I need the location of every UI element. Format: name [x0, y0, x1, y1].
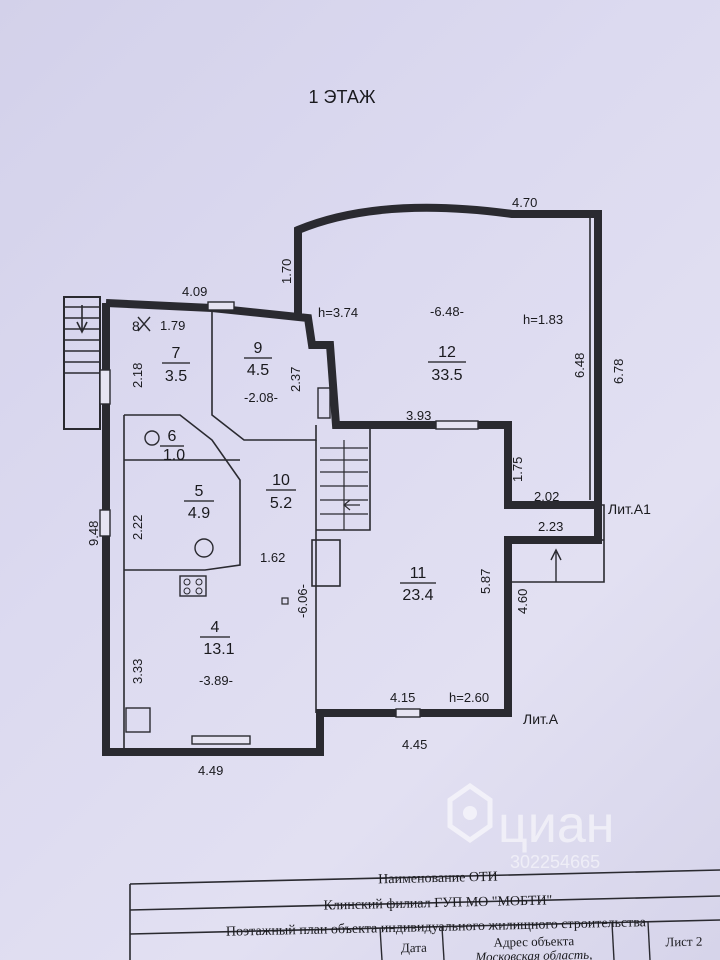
room-6-number: 6 — [168, 428, 177, 445]
dim-179: 1.79 — [160, 318, 185, 333]
dim-393: 3.93 — [406, 408, 431, 423]
room-4-area: 13.1 — [203, 641, 234, 658]
dim-470: 4.70 — [512, 195, 537, 210]
room-9-number: 9 — [254, 340, 263, 357]
dim-222: 2.22 — [130, 515, 145, 540]
cooktop-icon — [179, 575, 207, 597]
cian-watermark: циан 302254665 — [447, 782, 614, 872]
outer-walls — [102, 203, 605, 756]
washbasin-icon — [144, 430, 160, 446]
room-8-number: 8 — [132, 318, 140, 334]
lit-a1-label: Лит.А1 — [608, 501, 651, 517]
floor-title: 1 ЭТАЖ — [309, 87, 376, 107]
dim-389: -3.89- — [199, 673, 233, 688]
room-10-area: 5.2 — [270, 495, 292, 512]
dim-648: 6.48 — [572, 353, 587, 378]
inner-walls — [99, 301, 562, 752]
dim-162: 1.62 — [260, 550, 285, 565]
height-374: h=3.74 — [318, 305, 358, 320]
room-labels: 8 7 3.5 9 4.5 12 33.5 6 1.0 10 5.2 5 4.9… — [132, 318, 466, 658]
dim-648-top: -6.48- — [430, 304, 464, 319]
dim-587: 5.87 — [478, 569, 493, 594]
sink-icon — [125, 707, 151, 733]
dim-202: 2.02 — [534, 489, 559, 504]
dim-170: 1.70 — [279, 259, 294, 284]
dim-218: 2.18 — [130, 363, 145, 388]
room-7-number: 7 — [172, 345, 181, 362]
room-10-number: 10 — [272, 472, 290, 489]
watermark-brand: циан — [498, 796, 614, 854]
room-4-number: 4 — [211, 619, 220, 636]
dim-449: 4.49 — [198, 763, 223, 778]
dim-237: 2.37 — [288, 367, 303, 392]
room-9-area: 4.5 — [247, 362, 269, 379]
room-12-area: 33.5 — [431, 367, 462, 384]
dim-460: 4.60 — [515, 589, 530, 614]
shower-icon — [194, 538, 214, 558]
dim-208: -2.08- — [244, 390, 278, 405]
entrance-stairs — [63, 296, 101, 430]
arrow-down-icon — [76, 321, 88, 334]
dim-678: 6.78 — [611, 359, 626, 384]
dim-948: 9.48 — [86, 521, 101, 546]
dim-415: 4.15 — [390, 690, 415, 705]
dim-606: -6.06- — [295, 584, 310, 618]
height-260: h=2.60 — [449, 690, 489, 705]
dim-223: 2.23 — [538, 519, 563, 534]
room-5-number: 5 — [195, 483, 204, 500]
room-7-area: 3.5 — [165, 368, 187, 385]
height-183: h=1.83 — [523, 312, 563, 327]
watermark-id: 302254665 — [510, 852, 600, 872]
dim-445: 4.45 — [402, 737, 427, 752]
room-6-area: 1.0 — [163, 447, 185, 464]
dim-333: 3.33 — [130, 659, 145, 684]
arrow-up-icon — [550, 548, 562, 561]
lit-a-label: Лит.А — [523, 711, 559, 727]
room-5-area: 4.9 — [188, 505, 210, 522]
room-11-area: 23.4 — [402, 587, 433, 604]
room-11-number: 11 — [410, 565, 427, 582]
dim-175: 1.75 — [510, 457, 525, 482]
cian-logo-icon — [447, 782, 493, 844]
dimension-labels: 4.09 1.79 2.18 -2.08- 2.37 1.70 4.70 h=3… — [86, 195, 626, 778]
dim-409: 4.09 — [182, 284, 207, 299]
room-12-number: 12 — [438, 344, 456, 361]
